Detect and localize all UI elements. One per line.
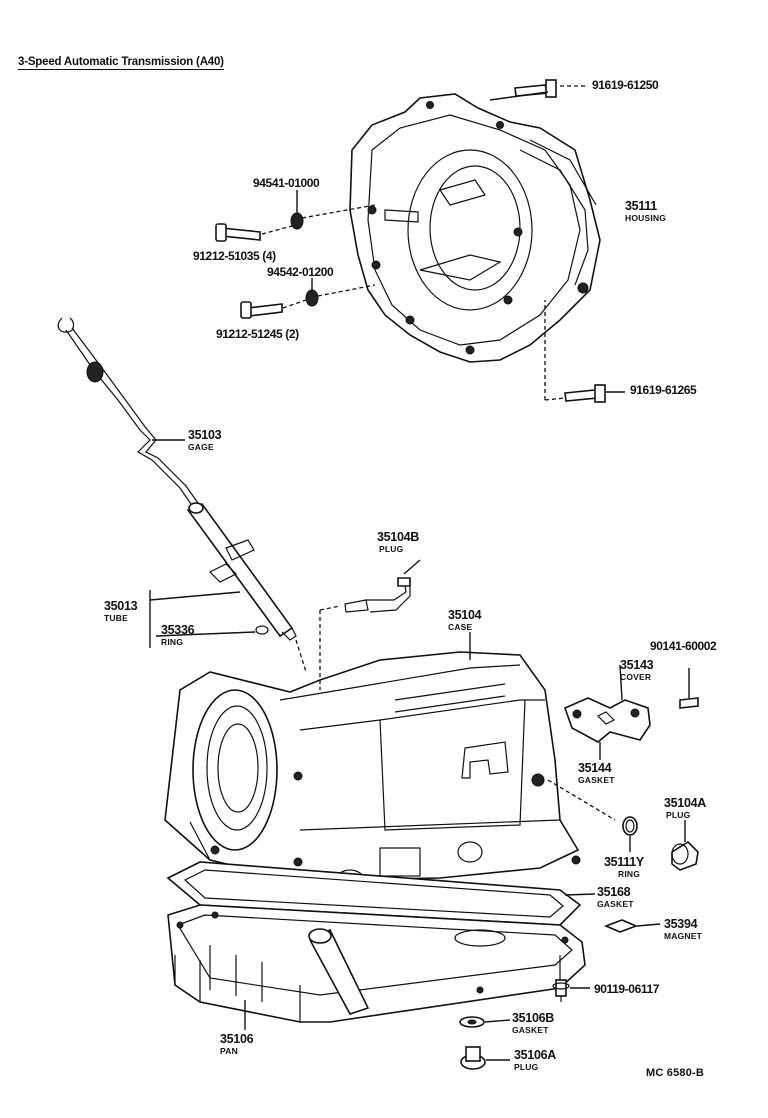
part-name: GASKET: [512, 1024, 549, 1035]
part-name: HOUSING: [625, 212, 667, 223]
part-91619-61250: 91619-61250: [592, 78, 659, 92]
diagram-title: 3-Speed Automatic Transmission (A40): [18, 56, 224, 70]
part-name: GAGE: [188, 441, 214, 452]
part-35106a: 35106A PLUG: [514, 1049, 556, 1071]
part-91212-51245: 91212-51245 (2): [216, 327, 299, 341]
case-drawing: [164, 559, 581, 891]
part-35111: 35111 HOUSING: [625, 200, 666, 222]
part-number: 35106B: [512, 1011, 554, 1025]
part-number: 35168: [597, 885, 631, 899]
part-name: MAGNET: [664, 930, 703, 941]
part-91619-61265: 91619-61265: [630, 383, 697, 397]
part-number: 35394: [664, 917, 698, 931]
part-number: 35143: [620, 658, 654, 672]
part-name: CASE: [448, 621, 473, 632]
part-number: 35106: [220, 1032, 254, 1046]
part-number: 35336: [161, 623, 195, 637]
part-35103: 35103 GAGE: [188, 428, 222, 452]
part-35104a: 35104A PLUG: [664, 797, 706, 819]
part-35104b: 35104B PLUG: [377, 531, 419, 553]
part-number: 35104B: [377, 530, 419, 544]
housing-drawing: [349, 93, 601, 363]
part-name: GASKET: [578, 774, 615, 785]
part-name: GASKET: [597, 898, 634, 909]
pan-drawing: [166, 861, 596, 1030]
part-35394: 35394 MAGNET: [664, 918, 702, 940]
diagram-code: MC 6580-B: [646, 1067, 705, 1079]
part-35106: 35106 PAN: [220, 1032, 254, 1056]
part-94541-01000: 94541-01000: [253, 176, 320, 190]
part-name: RING: [161, 636, 184, 647]
part-35106b: 35106B GASKET: [512, 1012, 554, 1034]
part-number: 35103: [188, 428, 222, 442]
part-name: TUBE: [104, 612, 128, 623]
part-name: PLUG: [514, 1061, 539, 1072]
housing-bolts-drawing: [215, 79, 625, 403]
part-35013: 35013 TUBE: [104, 599, 138, 623]
part-name: PAN: [220, 1045, 238, 1056]
part-number: 35104: [448, 608, 482, 622]
part-94542-01200: 94542-01200: [267, 265, 334, 279]
part-90119-06117: 90119-06117: [594, 982, 660, 996]
gage-and-tube-drawing: [57, 317, 297, 648]
part-90141-60002: 90141-60002: [650, 639, 717, 653]
part-number: 35111: [625, 199, 657, 213]
part-number: 35144: [578, 761, 612, 775]
part-35144: 35144 GASKET: [578, 762, 615, 784]
part-35336: 35336 RING: [161, 623, 195, 647]
part-name: COVER: [620, 671, 652, 682]
part-number: 35104A: [664, 796, 706, 810]
part-number: 35111Y: [604, 855, 644, 869]
cover-gasket-drawing: [547, 664, 699, 871]
part-91212-51035: 91212-51035 (4): [193, 249, 276, 263]
part-name: PLUG: [666, 809, 691, 820]
part-number: 35106A: [514, 1048, 556, 1062]
part-number: 35013: [104, 599, 138, 613]
part-name: RING: [618, 868, 641, 879]
part-35104: 35104 CASE: [448, 608, 482, 632]
part-name: PLUG: [379, 543, 404, 554]
part-35143: 35143 COVER: [620, 658, 654, 682]
part-35168: 35168 GASKET: [597, 886, 634, 908]
part-35111y: 35111Y RING: [604, 856, 644, 878]
magnet-and-drain-drawing: [459, 919, 661, 1070]
